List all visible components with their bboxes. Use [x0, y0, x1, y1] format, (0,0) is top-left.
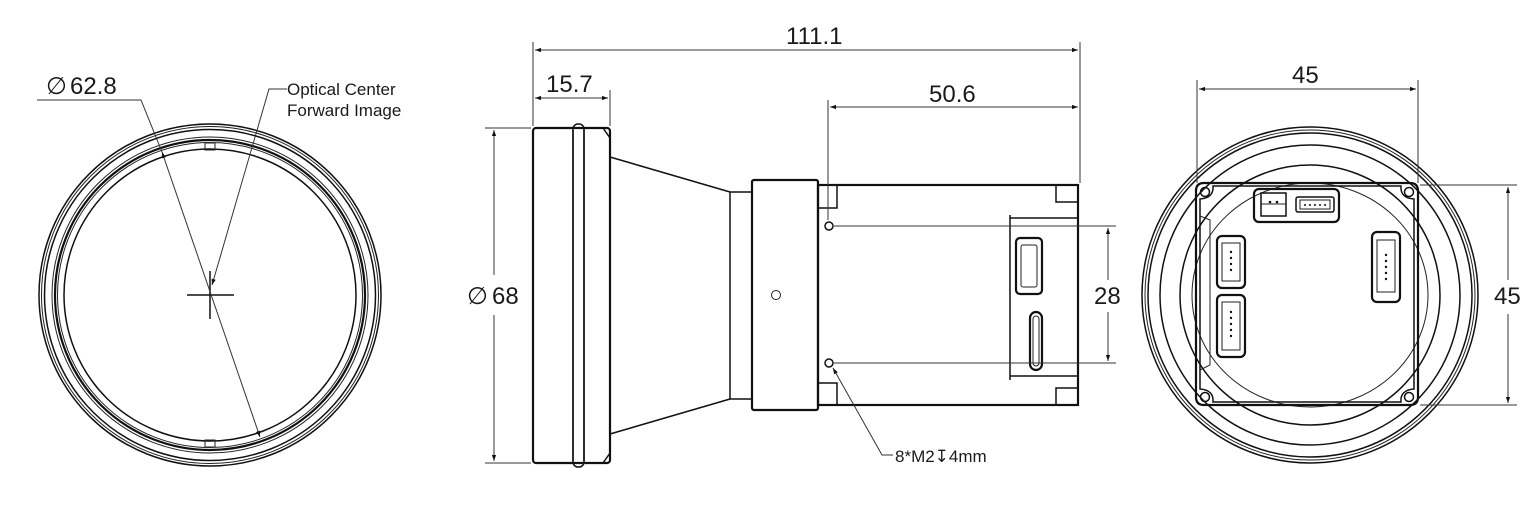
sd-slot — [1028, 310, 1044, 372]
camera-body — [816, 183, 1080, 407]
diameter-value: 62.8 — [70, 73, 117, 100]
board-width-label: 45 — [1292, 62, 1319, 89]
hole-spacing-label: 28 — [1094, 283, 1121, 310]
lens-collar — [750, 178, 820, 412]
left-connector-2 — [1215, 293, 1247, 359]
lens-cone — [609, 156, 753, 435]
diameter-symbol: ∅ — [46, 73, 67, 100]
body-length-dimension: 50.6 — [827, 81, 1078, 220]
overall-length-label: 111.1 — [786, 23, 843, 50]
side-view: 111.1 15.7 50.6 ∅ 68 28 — [467, 23, 1121, 468]
board-width-dimension: 45 — [1196, 62, 1419, 183]
diameter-symbol: ∅ — [467, 283, 488, 310]
hole-spacing-dimension: 28 — [834, 225, 1121, 364]
power-connector — [1252, 187, 1341, 224]
left-connector-1 — [1215, 234, 1247, 290]
board-height-dimension: 45 — [1420, 184, 1521, 406]
diameter-62-8-dimension: ∅ 62.8 — [37, 73, 261, 438]
overall-length-dimension: 111.1 — [532, 23, 1081, 183]
board-height-label: 45 — [1494, 283, 1521, 310]
right-connector — [1370, 230, 1402, 304]
rear-circuit-board — [1194, 181, 1420, 407]
body-length-label: 50.6 — [929, 81, 976, 108]
callout-line-1: Optical Center — [287, 80, 396, 99]
front-flange — [531, 123, 612, 468]
usb-connector — [1014, 236, 1044, 296]
collar-screw-hole — [771, 290, 781, 300]
diameter-68-dimension: ∅ 68 — [467, 127, 531, 464]
hole-note-label: 8*M2↧4mm — [895, 447, 987, 466]
front-view: ∅ 62.8 Optical Center Forward Image — [37, 73, 401, 467]
diameter-value: 68 — [492, 283, 519, 310]
hole-note-callout: 8*M2↧4mm — [832, 367, 987, 466]
optical-center-callout: Optical Center Forward Image — [211, 80, 401, 286]
rear-view: 45 45 — [1141, 62, 1521, 464]
callout-line-2: Forward Image — [287, 101, 401, 120]
optical-center-mark — [187, 271, 234, 319]
flange-length-dimension: 15.7 — [535, 71, 611, 126]
flange-length-label: 15.7 — [546, 71, 593, 98]
